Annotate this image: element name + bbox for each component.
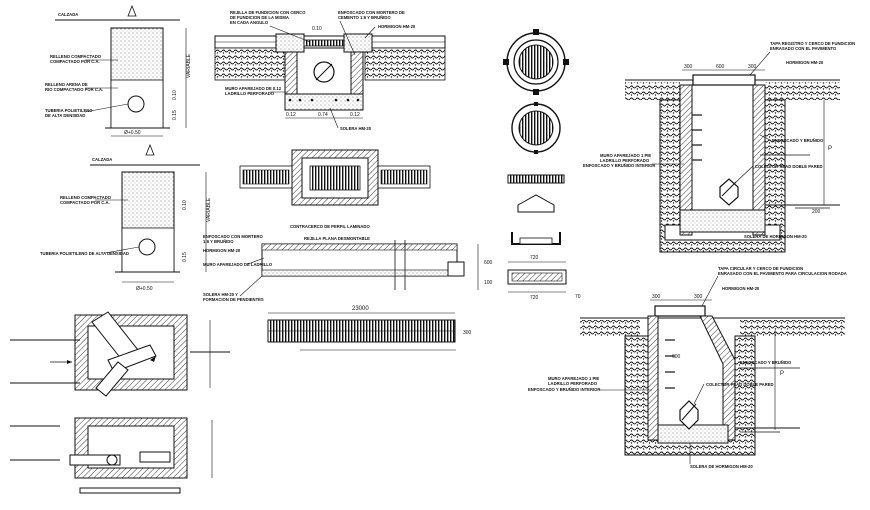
detail-c-dim-1: 0.12 <box>286 112 296 118</box>
manhole-1-label-muro-3: ENFOSCADO Y BRUÑIDO INTERIOR <box>583 163 655 168</box>
manhole-section-view <box>10 417 213 494</box>
detail-c-label-solera: SOLERA HM-20 <box>340 126 372 131</box>
manhole-1-label-muro-2: LADRILLO PERFORADO <box>600 158 650 163</box>
detail-e-channel-section: CONTRACERCO DE PERFIL LAMINADO REJILLA P… <box>203 224 493 302</box>
grate-icon <box>303 39 345 47</box>
grate-strip-plan: 23000 300 <box>267 306 472 351</box>
detail-a-pipe-label: TUBERIA POLIETILENO <box>45 108 93 113</box>
detail-e-label-top: CONTRACERCO DE PERFIL LAMINADO <box>290 224 370 229</box>
arrow-right-icon <box>67 360 72 364</box>
detail-b-trench-section: CALZADA RELLENO COMPACTADO COMPACTADO PO… <box>40 143 212 292</box>
detail-a-fill-label: RELLENO COMPACTADO <box>50 54 102 59</box>
detail-b-dim-bottom: Ø+0.50 <box>136 286 153 292</box>
cover-sections: 720 720 70 <box>507 174 581 301</box>
detail-e-label-1: ENFOSCADO CON MORTERO <box>203 234 264 239</box>
detail-d-catch-basin-plan <box>239 149 431 206</box>
manhole-1-marker: P <box>828 146 832 152</box>
manhole-1-label-muro: MURO APAREJADO 1 PIE <box>600 153 651 158</box>
detail-e-label-hormigon: HORMIGON HM-20 <box>203 248 241 253</box>
detail-c-catch-basin-section: REJILLA DE FUNDICION CON CERCO DE FUNDIC… <box>214 10 446 131</box>
manhole-2-label-muro-2: LADRILLO PERFORADO <box>548 381 598 386</box>
cover-dim-1: 720 <box>530 255 539 261</box>
pipe-circle <box>138 238 156 256</box>
detail-b-fill-label-2: COMPACTADO POR C.A. <box>60 200 110 205</box>
detail-a-fill-label-2: COMPACTADO POR C.A. <box>50 59 100 64</box>
detail-b-dim-side-3: VARIABLE <box>206 197 212 222</box>
grate-strip-length: 23000 <box>352 306 369 312</box>
detail-e-dim-h1: 600 <box>484 260 493 266</box>
circular-cover-plan-2 <box>511 102 561 154</box>
detail-c-label-hormigon: HORMIGON HM-20 <box>378 24 416 29</box>
detail-c-label-rejilla: REJILLA DE FUNDICION CON CERCO <box>230 10 306 15</box>
grate-strip-dim: 300 <box>463 330 472 336</box>
manhole-1-section: P 300 600 300 TAPA REGISTRO Y CERCO DE F… <box>583 41 855 253</box>
manhole-2-label-tapa-2: ENRASADO CON EL PAVIMENTO PARA CIRCULACI… <box>718 271 847 276</box>
manhole-2-label-muro-3: ENFOSCADO Y BRUÑIDO INTERIOR <box>528 387 600 392</box>
manhole-2-marker: P <box>780 371 784 377</box>
detail-c-dim-top: 0.10 <box>312 26 322 32</box>
manhole-1-label-tapa: TAPA REGISTRO Y CERCO DE FUNDICION <box>770 41 855 46</box>
manhole-1-label-enfoscado: ENFOSCADO Y BRUÑIDO <box>772 138 824 143</box>
detail-a-top-label: CALZADA <box>58 12 78 17</box>
manhole-2-label-muro: MURO APAREJADO 1 PIE <box>548 376 599 381</box>
manhole-2-section: P 300 300 600 TAPA CIRCULAR Y CERCO DE F… <box>528 266 847 469</box>
manhole-1-dim-top-2: 600 <box>716 64 725 70</box>
manhole-2-label-solera: SOLERA DE HORMIGON HM-20 <box>690 464 753 469</box>
detail-c-label-rejilla-2: DE FUNDICION DE LA MISMA <box>230 15 289 20</box>
detail-c-label-mortero: ENFOSCADO CON MORTERO DE <box>338 10 405 15</box>
detail-c-dim-2: 0.74 <box>318 112 328 118</box>
detail-a-sand-label: RELLENO ARENA DE <box>45 82 88 87</box>
manhole-2-label-tapa: TAPA CIRCULAR Y CERCO DE FUNDICION <box>718 266 803 271</box>
detail-e-label-2: 1:6 Y BRUÑIDO <box>203 239 234 244</box>
level-marker-icon <box>145 143 155 156</box>
detail-a-dim-side-3: VARIABLE <box>186 53 192 78</box>
detail-e-label-rejilla: REJILLA PLANA DESMONTABLE <box>304 236 370 241</box>
detail-b-top-label: CALZADA <box>92 157 112 162</box>
pipe-circle <box>127 95 145 113</box>
circular-cover-plan <box>503 29 569 95</box>
manhole-1-dim-top-3: 300 <box>748 64 757 70</box>
detail-a-pipe-label-2: DE ALTA DENSIDAD <box>45 113 85 118</box>
cover-dim-2: 720 <box>530 295 539 301</box>
detail-c-dim-3: 0.12 <box>350 112 360 118</box>
manhole-1-dim-bottom: 200 <box>812 209 821 215</box>
manhole-2-label-hormigon: HORMIGON HM-20 <box>722 286 760 291</box>
detail-b-dim-side-2: 0.15 <box>182 252 188 262</box>
manhole-1-label-colector: COLECTOR PEAD DOBLE PARED <box>755 164 823 169</box>
detail-e-label-solera-2: FORMACION DE PENDIENTES <box>203 297 264 302</box>
detail-a-sand-label-2: RIO COMPACTADO POR C.A. <box>45 87 103 92</box>
manhole-2-dim-top-1: 300 <box>652 294 661 300</box>
detail-b-fill-label: RELLENO COMPACTADO <box>60 195 112 200</box>
detail-a-trench-section: CALZADA RELLENO COMPACTADO COMPACTADO PO… <box>45 4 192 137</box>
manhole-1-label-tapa-2: ENRASADO CON EL PAVIMENTO <box>770 46 837 51</box>
manhole-plan-view <box>10 311 230 397</box>
detail-c-label-muro: MURO APAREJADO DE 0.12 <box>225 86 282 91</box>
arrow-icon <box>150 356 156 362</box>
level-marker-icon <box>127 4 137 17</box>
detail-e-dim-h2: 100 <box>484 280 493 286</box>
detail-c-label-mortero-2: CEMENTO 1:6 Y BRUÑIDO <box>338 15 391 20</box>
cover-dim-3: 70 <box>575 294 581 300</box>
manhole-2-dim-top-2: 300 <box>694 294 703 300</box>
detail-c-label-rejilla-3: EN CADA ANGULO <box>230 20 269 25</box>
detail-b-pipe-label: TUBERIA POLIETILENO DE ALTA DENSIDAD <box>40 251 129 256</box>
manhole-2-dim-mid: 600 <box>672 354 681 360</box>
manhole-1-label-solera: SOLERA DE HORMIGON HM-20 <box>744 234 807 239</box>
manhole-2-label-colector: COLECTOR PEAD DOBLE PARED <box>706 382 774 387</box>
manhole-1-label-hormigon: HORMIGON HM-20 <box>786 60 824 65</box>
detail-e-label-muro: MURO APAREJADO DE LADRILLO <box>203 262 273 267</box>
grate-icon <box>309 165 361 191</box>
detail-a-dim-side-2: 0.15 <box>172 110 178 120</box>
detail-a-dim-side-1: 0.10 <box>172 90 178 100</box>
detail-a-dim-bottom: Ø+0.50 <box>124 130 141 136</box>
detail-b-dim-side-1: 0.10 <box>182 200 188 210</box>
detail-e-label-solera: SOLERA HM-20 Y <box>203 292 238 297</box>
manhole-2-label-enfoscado: ENFOSCADO Y BRUÑIDO <box>740 360 792 365</box>
detail-c-label-muro-2: LADRILLO PERFORADO <box>225 91 275 96</box>
manhole-1-dim-top-1: 300 <box>684 64 693 70</box>
